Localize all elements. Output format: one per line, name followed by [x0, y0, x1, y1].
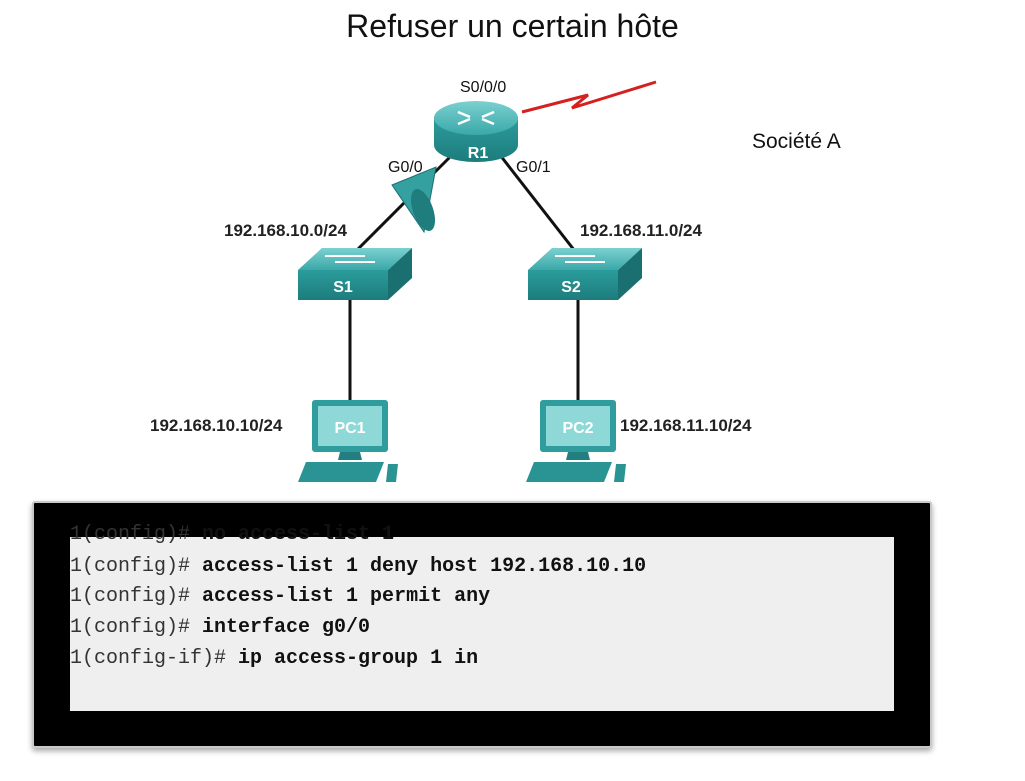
- cli-prompt: 1(config)#: [70, 523, 203, 546]
- cli-command: no access-list 1: [202, 523, 395, 546]
- pc-pc2: PC2: [526, 400, 626, 482]
- router-arrows-icon: [457, 110, 495, 126]
- cli-command: access-list 1 permit any: [202, 585, 491, 608]
- switch-arrows-icon: [325, 255, 375, 263]
- cli-line: 1(config)# interface g0/0: [70, 616, 370, 639]
- cli-line: 1(config)# no access-list 1: [70, 523, 394, 546]
- cli-command: ip access-group 1 in: [238, 647, 479, 670]
- interface-g01-label: G0/1: [516, 159, 551, 176]
- link-r1-s2: [498, 154, 580, 256]
- pc-pc1: PC1: [298, 400, 398, 482]
- pc2-ip-label: 192.168.11.10/24: [620, 416, 752, 435]
- pc2-label: PC2: [562, 420, 593, 437]
- network-topology-diagram: R1 S1 S2 PC1 PC2: [150, 79, 752, 482]
- cli-line: 1(config)# access-list 1 deny host 192.1…: [70, 555, 646, 578]
- router-label: R1: [468, 145, 489, 162]
- cli-prompt: 1(config-if)#: [70, 647, 239, 670]
- acl-inbound-marker: [391, 166, 437, 234]
- switch-s1: S1: [298, 248, 412, 300]
- cli-line: 1(config-if)# ip access-group 1 in: [70, 647, 478, 670]
- cli-terminal: 1(config)# no access-list 1 1(config)# a…: [70, 523, 894, 711]
- router-r1: R1: [434, 101, 518, 162]
- switch-s2-label: S2: [561, 279, 581, 296]
- switch-arrows-icon: [555, 255, 605, 263]
- network-right-label: 192.168.11.0/24: [580, 221, 703, 240]
- pc1-ip-label: 192.168.10.10/24: [150, 416, 283, 435]
- cli-window: 1(config)# no access-list 1 1(config)# a…: [32, 501, 932, 748]
- switch-s2: S2: [528, 248, 642, 300]
- cli-line: 1(config)# access-list 1 permit any: [70, 585, 490, 608]
- interface-g00-label: G0/0: [388, 159, 423, 176]
- pc1-label: PC1: [334, 420, 365, 437]
- page-title: Refuser un certain hôte: [346, 8, 679, 44]
- switch-s1-label: S1: [333, 279, 353, 296]
- cli-command: access-list 1 deny host 192.168.10.10: [202, 555, 647, 578]
- network-left-label: 192.168.10.0/24: [224, 221, 347, 240]
- cli-prompt: 1(config)#: [70, 585, 203, 608]
- cli-prompt: 1(config)#: [70, 616, 203, 639]
- cli-command: interface g0/0: [202, 616, 371, 639]
- interface-s000-label: S0/0/0: [460, 79, 506, 96]
- cli-prompt: 1(config)#: [70, 555, 203, 578]
- serial-link: [521, 80, 657, 114]
- company-label: Société A: [752, 130, 841, 153]
